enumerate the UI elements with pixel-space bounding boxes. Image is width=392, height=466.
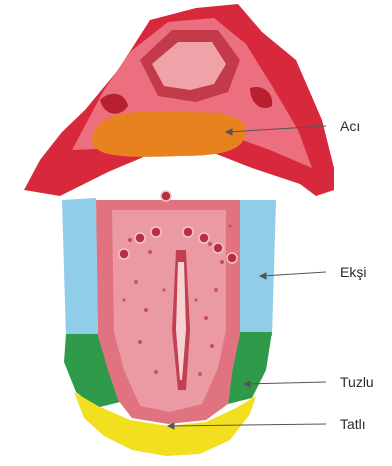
bitter-label: Acı: [340, 118, 360, 134]
tongue-body: [62, 191, 276, 456]
sweet-label: Tatlı: [340, 416, 366, 432]
salty-label: Tuzlu: [340, 374, 374, 390]
sour-label: Ekşi: [340, 264, 366, 280]
throat-region: [24, 4, 334, 196]
bitter-zone: [92, 112, 246, 157]
